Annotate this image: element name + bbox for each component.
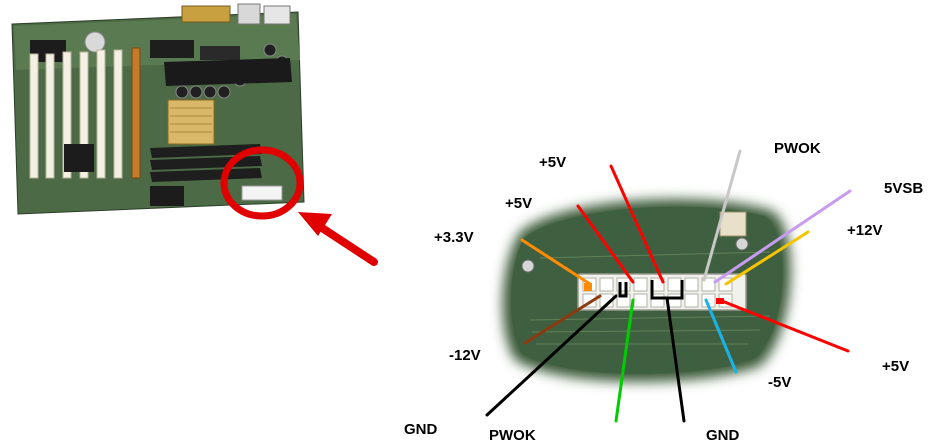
- wire-plus3-3v: [520, 238, 592, 286]
- wire-gnd-bottom: [665, 296, 686, 423]
- label-plus12v: +12V: [847, 222, 883, 239]
- label-5vsb: 5VSB: [884, 180, 924, 197]
- label-plus5v-mid: +5V: [505, 195, 533, 212]
- wire-minus12v: [523, 294, 602, 345]
- motherboard-image: [11, 3, 305, 215]
- wire-plus5v-mid: [576, 204, 635, 284]
- zoomed-connector-image: [502, 199, 791, 382]
- label-minus5v: -5V: [768, 374, 792, 391]
- label-minus12v: -12V: [449, 347, 481, 364]
- wire-pwok-top: [702, 149, 742, 282]
- label-plus5v-right: +5V: [882, 358, 910, 375]
- wires: [485, 149, 852, 423]
- pointer-arrow: [298, 212, 378, 266]
- wire-5vsb: [713, 189, 852, 284]
- wire-plus12v: [724, 230, 810, 286]
- label-pwok-bottom: PWOK: [489, 427, 536, 444]
- label-pwok-top: PWOK: [774, 140, 821, 157]
- wire-minus5v: [704, 298, 738, 374]
- label-gnd-left: GND: [404, 421, 438, 438]
- label-plus3-3v: +3.3V: [434, 229, 474, 246]
- label-plus5v-top: +5V: [539, 154, 567, 171]
- wire-gnd-left: [485, 294, 618, 417]
- highlight-circle: [220, 146, 304, 220]
- wire-plus5v-top: [609, 164, 665, 284]
- wire-plus5v-right: [720, 299, 850, 353]
- wire-pwok-bottom: [614, 298, 635, 423]
- label-gnd-bottom: GND: [706, 427, 740, 444]
